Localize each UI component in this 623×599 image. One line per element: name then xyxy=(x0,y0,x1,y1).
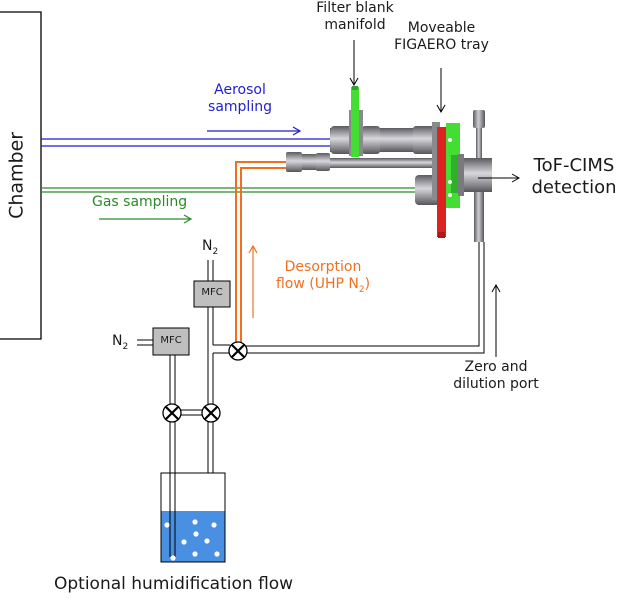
gas-sampling-line xyxy=(41,187,418,224)
filter-blank-arrow xyxy=(349,40,359,87)
n2-left-label: N2 xyxy=(112,333,129,352)
mfc-left-box xyxy=(152,327,190,356)
tof-cims-label-line1: ToF-CIMS xyxy=(533,155,615,176)
mfc-top-label: MFC xyxy=(201,287,223,298)
aerosol-label-line1: Aerosol xyxy=(214,82,266,98)
zero-dilution-line xyxy=(241,242,485,354)
mfc-top-box xyxy=(193,280,231,308)
humidification-label: Optional humidification flow xyxy=(54,574,294,594)
valve-icon xyxy=(162,403,182,423)
zero-dilution-label-line1: Zero and xyxy=(464,359,528,375)
tof-cims-label: ToF-CIMS detection xyxy=(522,155,623,198)
desorption-label-post: ) xyxy=(364,275,371,292)
desorption-label: Desorption flow (UHP N2) xyxy=(268,259,378,295)
tray-label-line2: FIGAERO tray xyxy=(394,36,489,53)
desorption-arrow xyxy=(248,244,258,318)
valve-icon xyxy=(228,341,248,361)
desorption-label-line2: flow (UHP N2) xyxy=(268,276,378,296)
gas-label: Gas sampling xyxy=(92,194,188,210)
zero-dilution-label-line2: dilution port xyxy=(453,375,539,392)
n2-top-label: N2 xyxy=(202,238,219,257)
humidifier-bottle xyxy=(160,472,226,563)
mfc-left-label: MFC xyxy=(160,335,182,346)
desorption-flow-line xyxy=(235,161,287,343)
filter-blank-label-line1: Filter blank xyxy=(316,0,394,16)
figaero-inlet-hardware xyxy=(286,86,492,242)
aerosol-label: Aerosol sampling xyxy=(205,82,275,116)
chamber-label: Chamber xyxy=(5,131,28,219)
chamber-outline xyxy=(0,11,42,340)
filter-blank-label: Filter blank manifold xyxy=(300,0,410,34)
aerosol-label-line2: sampling xyxy=(208,98,272,115)
tray-label-line1: Moveable xyxy=(407,20,476,36)
tray-label: Moveable FIGAERO tray xyxy=(384,20,499,54)
tof-cims-label-line2: detection xyxy=(531,176,617,198)
tof-arrow xyxy=(478,173,521,183)
zero-dilution-arrow xyxy=(491,283,501,357)
filter-blank-label-line2: manifold xyxy=(324,16,386,33)
desorption-label-pre: flow (UHP N xyxy=(275,275,359,292)
zero-dilution-label: Zero and dilution port xyxy=(441,359,551,393)
desorption-label-line1: Desorption xyxy=(284,259,362,275)
desorption-label-sub: 2 xyxy=(358,284,365,295)
aerosol-sampling-line xyxy=(41,126,342,147)
valve-icon xyxy=(201,403,221,423)
tray-arrow xyxy=(436,68,446,114)
